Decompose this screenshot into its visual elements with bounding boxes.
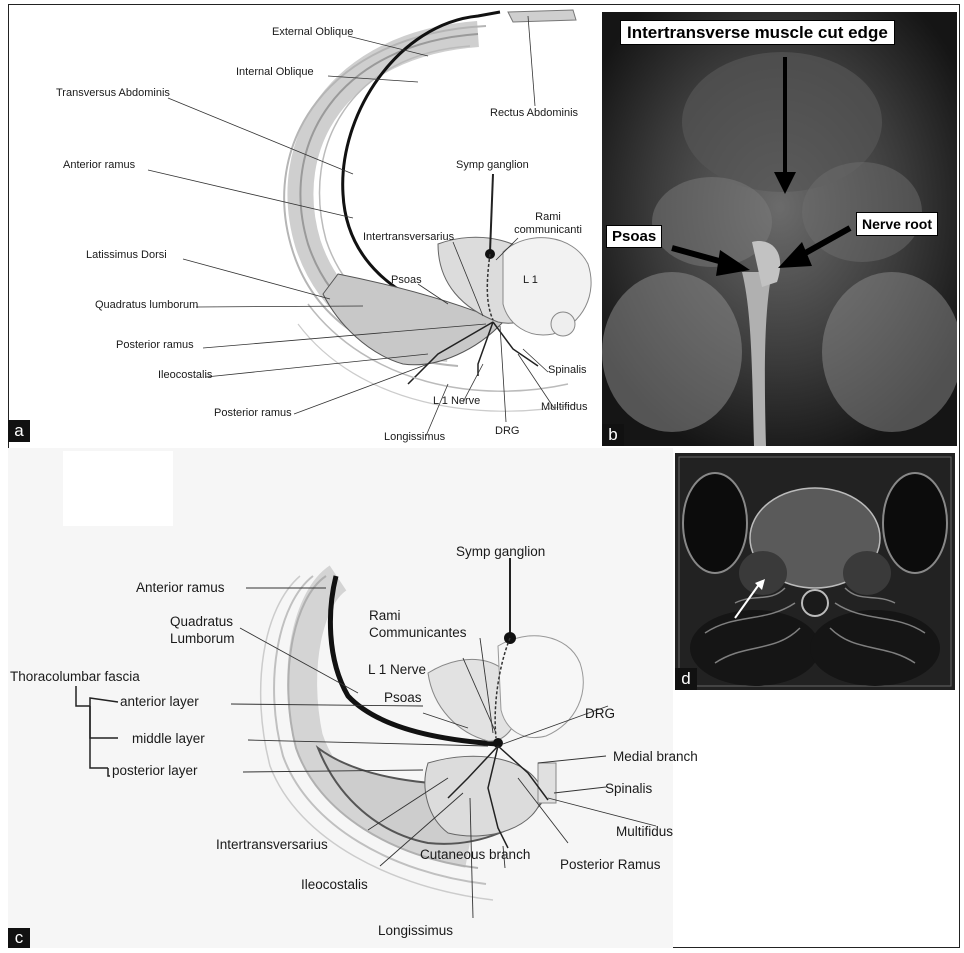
label-ileocostalis-c: Ileocostalis — [301, 878, 368, 892]
label-anterior-ramus: Anterior ramus — [63, 160, 135, 171]
panel-a-tag: a — [8, 420, 30, 442]
panel-b-photo: Intertransverse muscle cut edge Psoas Ne… — [602, 12, 957, 446]
label-middle-layer: middle layer — [132, 732, 205, 746]
label-anterior-layer: anterior layer — [120, 695, 199, 709]
panel-c-tag: c — [8, 928, 30, 948]
label-psoas: Psoas — [391, 275, 422, 286]
label-psoas-c: Psoas — [384, 691, 422, 705]
label-thoracolumbar-fascia: Thoracolumbar fascia — [10, 670, 140, 684]
label-multifidus-c: Multifidus — [616, 825, 673, 839]
label-multifidus: Multifidus — [541, 402, 587, 413]
label-intertransversarius: Intertransversarius — [363, 232, 454, 243]
label-anterior-ramus-c: Anterior ramus — [136, 581, 225, 595]
label-intertransversarius-c: Intertransversarius — [216, 838, 328, 852]
label-quadratus-lumborum: Quadratus lumborum — [95, 300, 198, 311]
label-drg: DRG — [495, 426, 519, 437]
label-posterior-ramus-1: Posterior ramus — [116, 340, 194, 351]
label-symp-ganglion: Symp ganglion — [456, 160, 529, 171]
panel-d-mri-image — [675, 453, 955, 690]
label-nerve-root: Nerve root — [856, 212, 938, 236]
label-medial-branch: Medial branch — [613, 750, 698, 764]
label-quadratus-lumborum-c: Quadratus Lumborum — [170, 614, 250, 648]
label-drg-c: DRG — [585, 707, 615, 721]
label-longissimus-c: Longissimus — [378, 924, 453, 938]
label-longissimus: Longissimus — [384, 432, 445, 443]
label-posterior-layer: posterior layer — [112, 764, 198, 778]
label-internal-oblique: Internal Oblique — [236, 67, 314, 78]
label-spinalis: Spinalis — [548, 365, 587, 376]
label-posterior-ramus-c: Posterior Ramus — [560, 858, 661, 872]
panel-b-tag: b — [602, 424, 624, 446]
label-rectus-abdominis: Rectus Abdominis — [490, 108, 578, 119]
label-spinalis-c: Spinalis — [605, 782, 652, 796]
label-psoas-b: Psoas — [606, 225, 662, 248]
label-latissimus-dorsi: Latissimus Dorsi — [86, 250, 167, 261]
label-cutaneous-branch: Cutaneous branch — [420, 848, 530, 862]
panel-d-mri — [675, 453, 955, 690]
panel-d-tag: d — [675, 668, 697, 690]
label-intertransverse-muscle-cut-edge: Intertransverse muscle cut edge — [620, 20, 895, 45]
panel-c-diagram — [8, 448, 673, 948]
panel-a: External Oblique Internal Oblique Transv… — [8, 4, 602, 444]
panel-c: Symp ganglion Anterior ramus Rami Commun… — [8, 448, 673, 948]
label-rami-communicantes: Rami Communicantes — [369, 608, 459, 642]
label-symp-ganglion-c: Symp ganglion — [456, 545, 545, 559]
label-transversus-abdominis: Transversus Abdominis — [56, 88, 170, 99]
label-external-oblique: External Oblique — [272, 27, 353, 38]
label-ileocostalis: Ileocostalis — [158, 370, 212, 381]
label-l1-nerve-c: L 1 Nerve — [368, 663, 426, 677]
label-rami-communicanti: Rami communicanti — [513, 211, 583, 237]
label-l1: L 1 — [523, 275, 538, 286]
label-posterior-ramus-2: Posterior ramus — [214, 408, 292, 419]
label-l1-nerve: L 1 Nerve — [433, 396, 480, 407]
